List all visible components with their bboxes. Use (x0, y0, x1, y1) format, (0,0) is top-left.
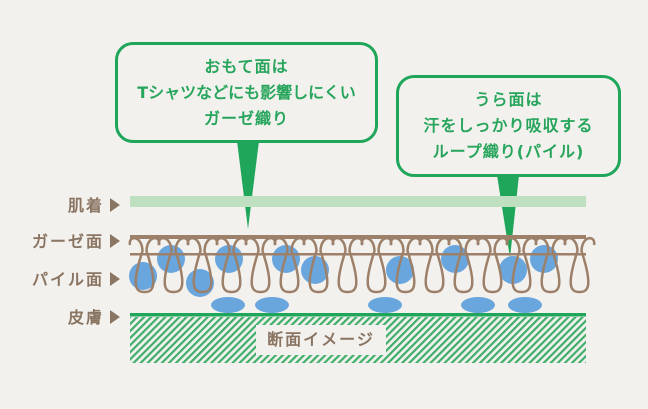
label-undershirt: 肌着 (68, 192, 120, 216)
moisture-blob (301, 256, 329, 284)
moisture-blob (157, 245, 185, 273)
moisture-blob (530, 245, 558, 273)
sweat-drop (211, 297, 245, 313)
label-pile: パイル面 (32, 266, 120, 290)
callout-back-line: 汗をしっかり吸収する (423, 116, 594, 135)
cross-section-caption: 断面イメージ (256, 325, 386, 355)
sweat-drop (255, 297, 289, 313)
sweat-drops (211, 297, 542, 313)
moisture-blob (215, 245, 243, 273)
callout-back-line: うら面は (474, 90, 543, 109)
undershirt-layer (130, 196, 586, 207)
moisture-blobs (129, 245, 558, 297)
pile-loops (128, 237, 596, 294)
skin-line (130, 313, 586, 317)
callout-front: おもて面は Tシャツなどにも影響しにくい ガーゼ織り (115, 42, 378, 143)
callout-front-line: おもて面は (204, 56, 289, 76)
callout-front-tail (237, 141, 259, 229)
label-gauze: ガーゼ面 (32, 228, 120, 252)
sweat-drop (461, 297, 495, 313)
sweat-drop (508, 297, 542, 313)
callout-back-tail (497, 175, 519, 258)
sweat-drop (368, 297, 402, 313)
callout-front-line: Tシャツなどにも影響しにくい (137, 82, 356, 102)
label-skin: 皮膚 (68, 304, 120, 328)
callout-back-line: ループ織り(パイル) (432, 142, 585, 161)
moisture-blob (386, 256, 414, 284)
gauze-inner-line (130, 253, 586, 256)
callout-front-line: ガーゼ織り (203, 108, 289, 128)
callout-back: うら面は 汗をしっかり吸収する ループ織り(パイル) (396, 75, 621, 177)
